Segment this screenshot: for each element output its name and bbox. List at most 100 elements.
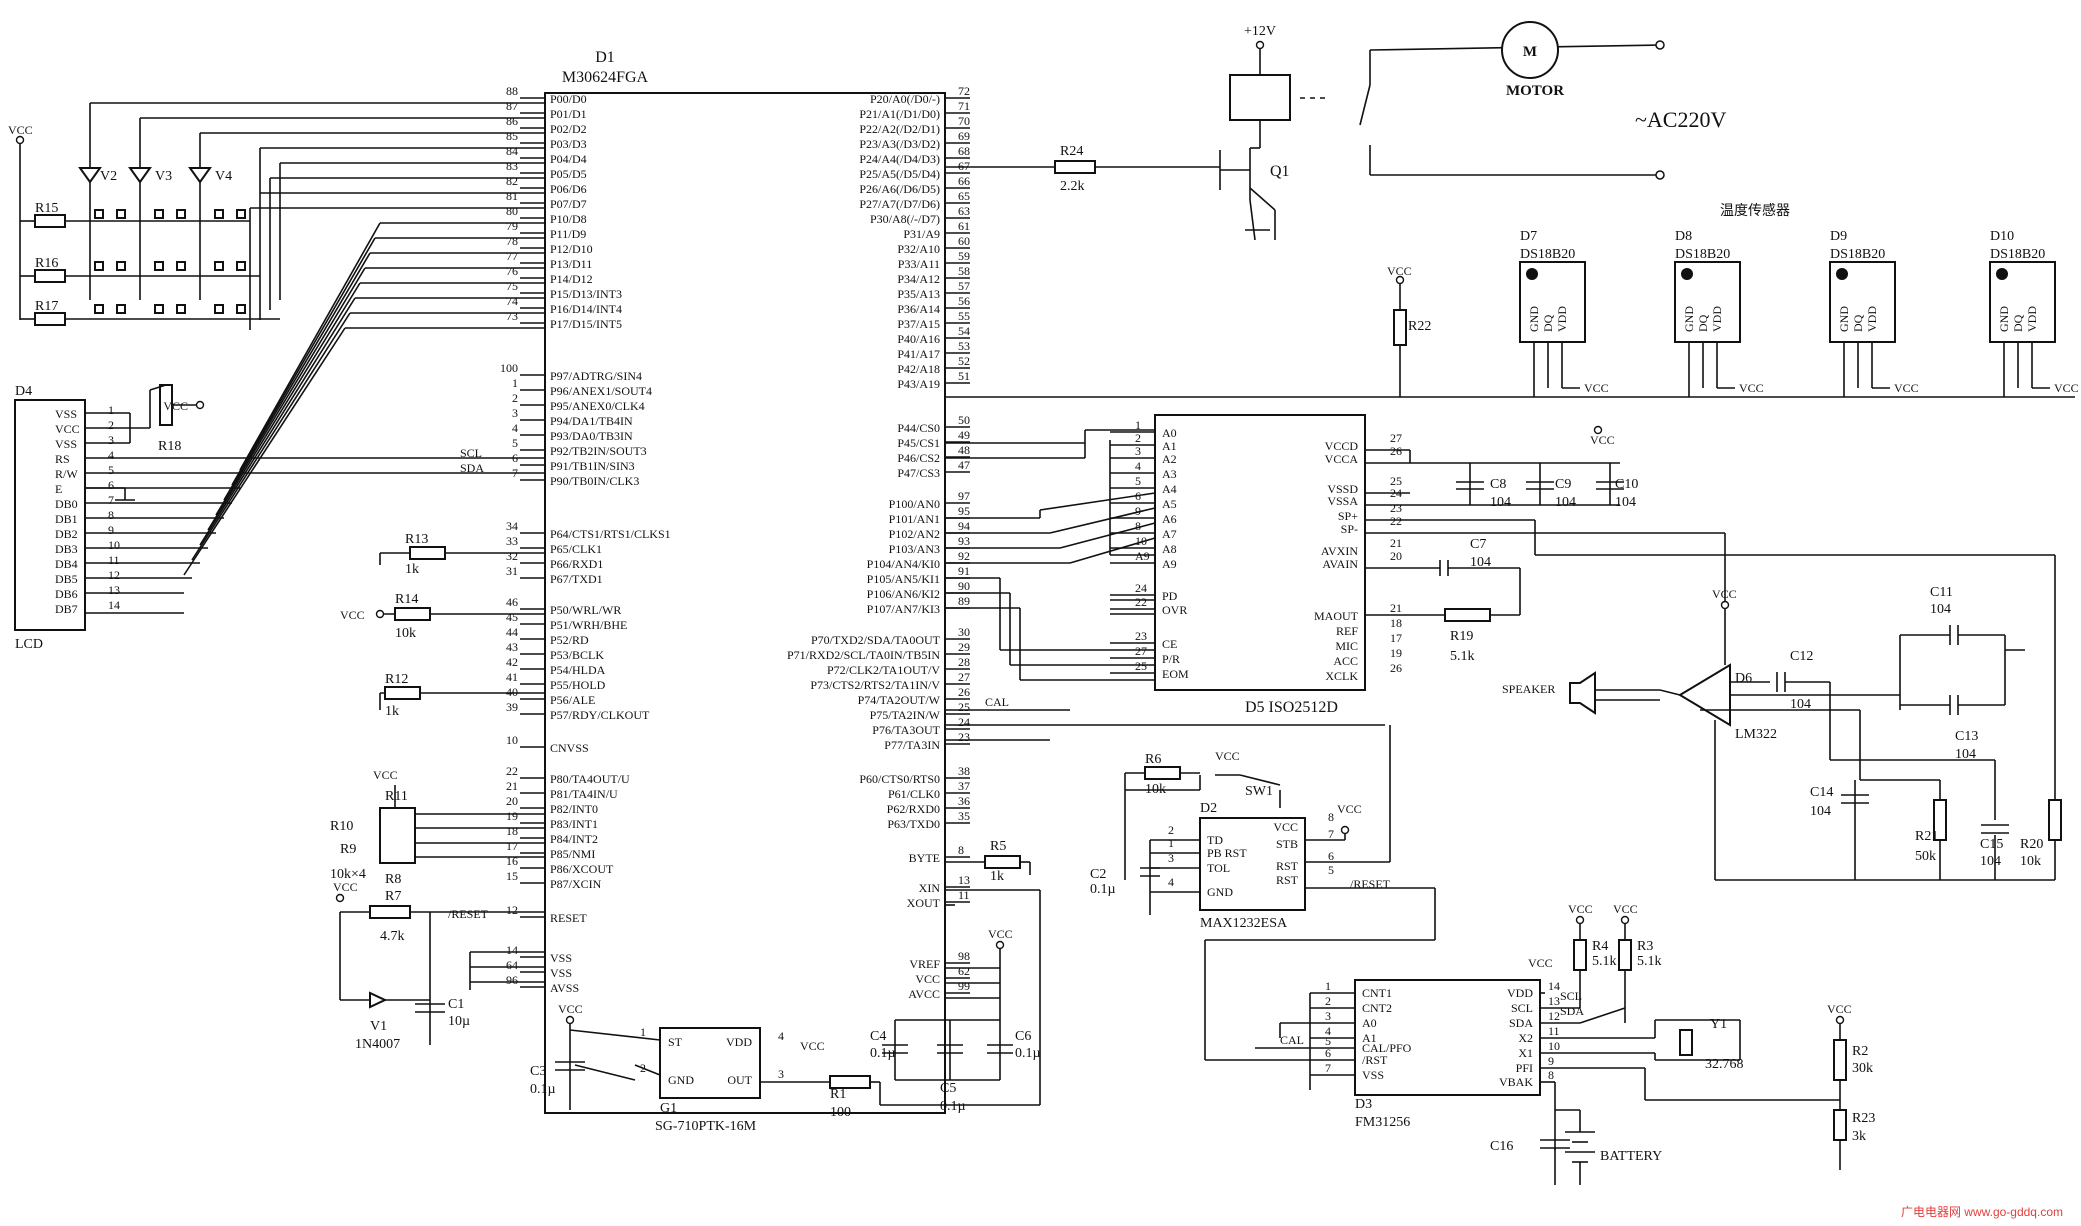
d3-left-pin-name: CNT2 [1362,1001,1392,1015]
d3-right-pin-name: SDA [1509,1016,1533,1030]
part-val-r2: 30k [1852,1061,1873,1076]
d5-left-pin-num: 6 [1135,489,1141,503]
r4-body [1573,939,1587,971]
keypad-key [154,261,164,271]
d2-left-pin-num: 2 [1168,823,1174,837]
d1-right-pin-num: 50 [958,413,970,427]
d1-left-pin-name: P16/D14/INT4 [550,302,622,316]
d5-body [1154,414,1366,691]
d1-right-pin-num: 25 [958,700,970,714]
d3-left-pin-num: 4 [1325,1024,1331,1038]
part-ref-c11: C11 [1930,585,1953,600]
d1-body [544,92,946,1114]
d1-left-pin-num: 22 [506,764,518,778]
part-val-r19: 5.1k [1450,649,1475,664]
d1-right-pin-num: 54 [958,324,970,338]
part-val-c2: 0.1µ [1090,882,1116,897]
lcd-pin-name: DB7 [55,602,78,616]
part-val-y1: 32.768 [1705,1057,1744,1072]
sensor-part: DS18B20 [1990,247,2045,262]
d1-left-pin-num: 40 [506,685,518,699]
d1-right-pin-name: P77/TA3IN [884,738,940,752]
d1-left-pin-name: CNVSS [550,741,589,755]
d1-right-pin-num: 27 [958,670,970,684]
d3-right-pin-name: VDD [1507,986,1533,1000]
rnet-value: 10k×4 [330,867,366,882]
sensor-pin-name: DQ [1696,314,1710,332]
keypad-key [236,261,246,271]
d3-right-pin-num: 11 [1548,1024,1560,1038]
sensor-vcc-label: VCC [1584,381,1609,395]
d2-right-pin-name: STB [1276,837,1298,851]
d5-left-pin-name: A6 [1162,512,1177,526]
d1-right-pin-name: P43/A19 [897,377,940,391]
d1-left-pin-num: 46 [506,595,518,609]
d1-right-pin-num: 70 [958,114,970,128]
part-ref-c9: C9 [1555,477,1571,492]
keypad-key [116,261,126,271]
d1-left-pin-name: P96/ANEX1/SOUT4 [550,384,652,398]
part-ref-y1: Y1 [1710,1017,1727,1032]
d3-right-pin-name: VBAK [1499,1075,1533,1089]
part-ref-r11: R11 [385,789,408,804]
d1-right-pin-num: 11 [958,888,970,902]
lcd-pin-name: DB0 [55,497,78,511]
d1-left-pin-num: 4 [512,421,518,435]
keypad-key [176,209,186,219]
d1-left-pin-name: P66/RXD1 [550,557,603,571]
g1-pin-num: 3 [778,1067,784,1081]
vcc-label: VCC [1528,956,1553,970]
d1-left-pin-num: 81 [506,189,518,203]
d5-right-pin-num: 21 [1390,536,1402,550]
d3-left-pin-num: 6 [1325,1046,1331,1060]
d5-right-pin-name: REF [1336,624,1358,638]
d1-left-pin-num: 20 [506,794,518,808]
scl-label: SCL [1560,989,1582,1003]
d5-left-pin-name: OVR [1162,603,1187,617]
d1-right-pin-name: P103/AN3 [889,542,940,556]
vcc-label: VCC [1712,587,1737,601]
d3-left-pin-num: 5 [1325,1034,1331,1048]
keypad-key [236,209,246,219]
d1-left-pin-num: 45 [506,610,518,624]
part-ref-r8: R8 [385,872,401,887]
vcc-label: VCC [1387,264,1412,278]
part-ref-r14: R14 [395,592,418,607]
d1-part: M30624FGA [562,69,649,86]
d1-right-pin-name: P105/AN5/KI1 [867,572,940,586]
v1-diode [369,991,388,1009]
d1-left-pin-num: 15 [506,869,518,883]
r3-body [1618,939,1632,971]
d1-right-pin-name: P35/A13 [897,287,940,301]
d1-right-pin-num: 35 [958,809,970,823]
d2-right-pin-num: 6 [1328,849,1334,863]
d5-left-pin-num: 27 [1135,644,1147,658]
part-ref-r15: R15 [35,201,58,216]
lcd-pin-num: 9 [108,523,114,537]
d1-right-pin-name: P27/A7(/D7/D6) [859,197,940,211]
d1-right-pin-name: P46/CS2 [897,451,940,465]
d1-right-pin-name: P72/CLK2/TA1OUT/V [827,663,940,677]
d1-right-pin-name: P71/RXD2/SCL/TA0IN/TB5IN [787,648,940,662]
d1-left-pin-num: 78 [506,234,518,248]
d1-right-pin-num: 71 [958,99,970,113]
d5-left-pin-name: PD [1162,589,1178,603]
d1-right-pin-name: P40/A16 [897,332,940,346]
d1-right-pin-num: 51 [958,369,970,383]
g1-pin-num: 1 [640,1025,646,1039]
d1-left-pin-num: 3 [512,406,518,420]
sensor-ref: D10 [1990,229,2014,244]
d5-right-pin-name: VCCA [1325,452,1359,466]
d1-right-pin-name: P102/AN2 [889,527,940,541]
d1-left-pin-name: P53/BCLK [550,648,604,662]
d1-right-pin-name: P45/CS1 [897,436,940,450]
d1-left-pin-name: P95/ANEX0/CLK4 [550,399,645,413]
d1-left-pin-name: P01/D1 [550,107,587,121]
motor-name: MOTOR [1506,83,1564,99]
d5-left-pin-num: 25 [1135,659,1147,673]
d3-left-pin-name: CAL/PFO [1362,1041,1412,1055]
v4-diode [188,167,212,184]
lcd-pin-num: 7 [108,493,114,507]
part-val-c14: 104 [1810,804,1831,819]
d1-left-pin-name: P93/DA0/TB3IN [550,429,633,443]
